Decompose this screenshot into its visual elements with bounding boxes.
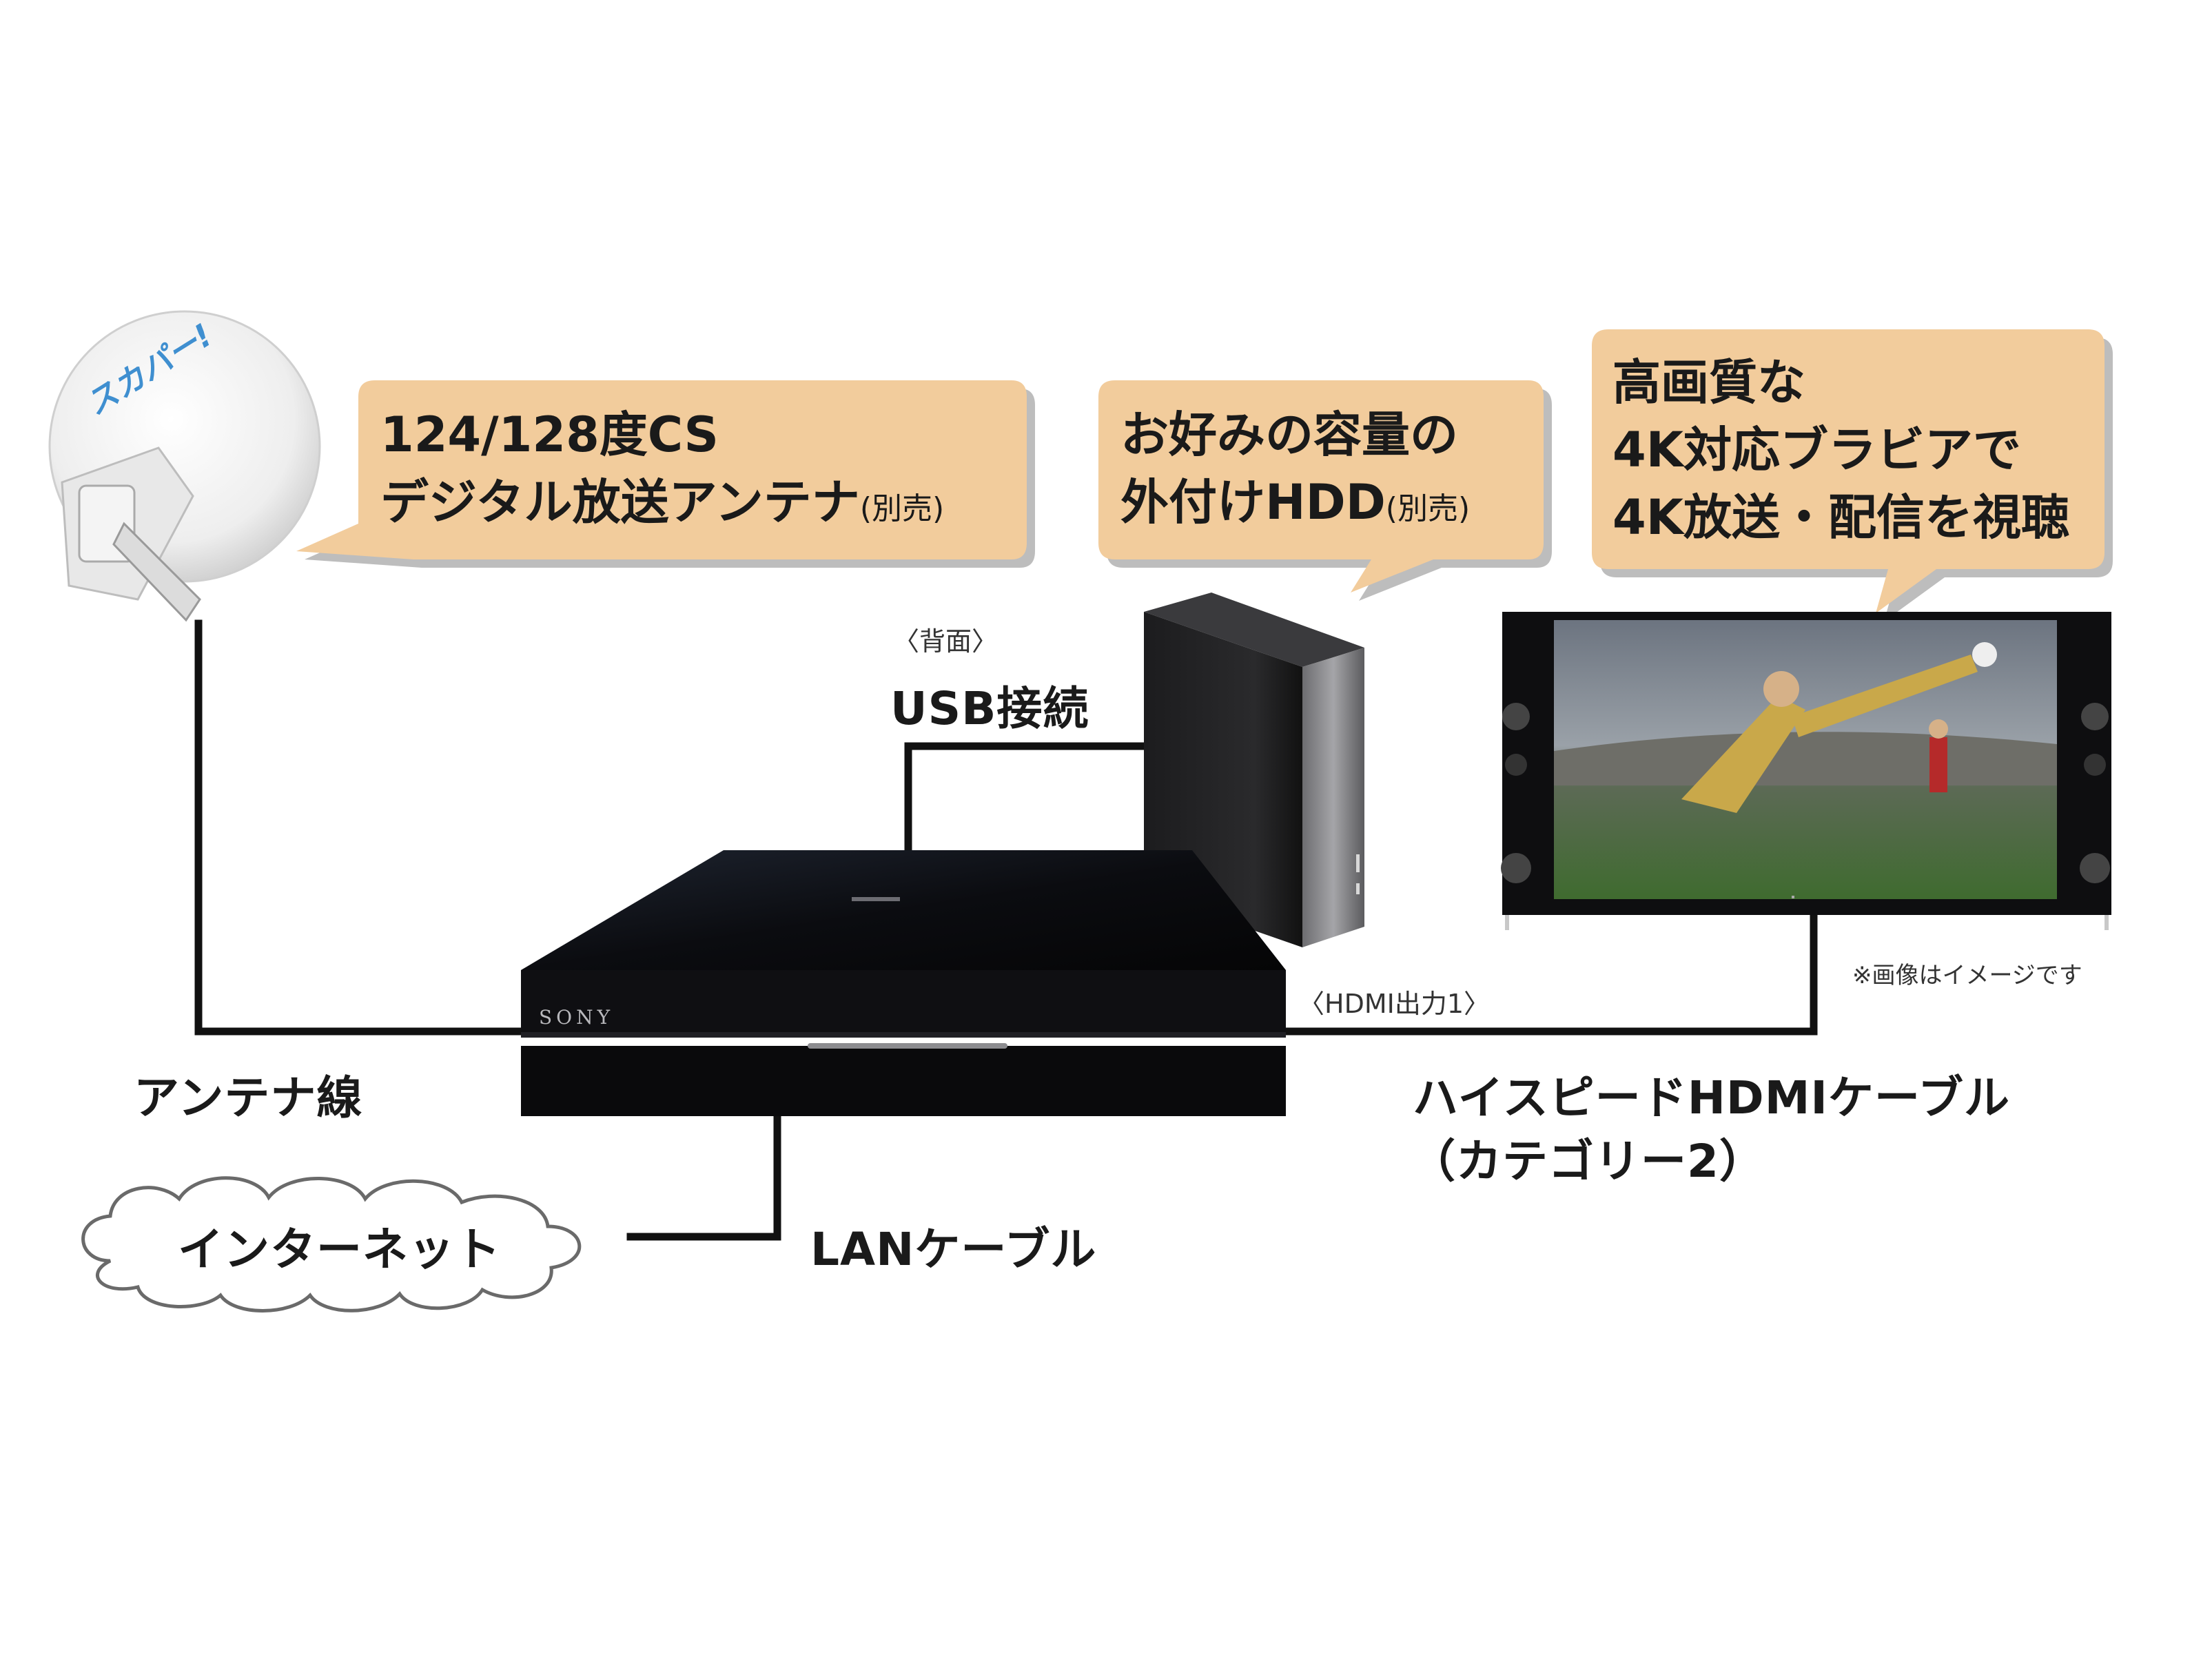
hdd-bubble-line2-row: 外付けHDD(別売) bbox=[1120, 469, 1470, 543]
device-brand-label: SONY bbox=[539, 1006, 614, 1029]
tv-bubble-line3: 4K放送・配信を視聴 bbox=[1612, 484, 2069, 551]
tv-icon bbox=[1501, 612, 2111, 930]
antenna-cable-line bbox=[198, 624, 518, 1031]
hdmi-cable-label: ハイスピードHDMIケーブル bbox=[1413, 1061, 2010, 1127]
antenna-bubble-line1: 124/128度CS bbox=[380, 401, 944, 469]
usb-cable-line bbox=[908, 746, 1141, 847]
lan-cable-line bbox=[631, 1116, 777, 1237]
hdmi-out-label: 〈HDMI出力1〉 bbox=[1298, 982, 1490, 1020]
lan-cable-label: LANケーブル bbox=[810, 1213, 1096, 1279]
hdmi-category-label: （カテゴリー2） bbox=[1410, 1124, 1765, 1191]
antenna-bubble-note: (別売) bbox=[860, 491, 944, 526]
set-top-box-icon bbox=[521, 850, 1286, 1116]
antenna-bubble-line2-row: デジタル放送アンテナ(別売) bbox=[380, 469, 944, 543]
usb-label: USB接続 bbox=[890, 672, 1089, 738]
tv-bubble-line2: 4K対応ブラビアで bbox=[1612, 416, 2069, 484]
image-note-label: ※画像はイメージです bbox=[1852, 956, 2082, 990]
antenna-cable-label: アンテナ線 bbox=[134, 1061, 362, 1127]
bubble-hdd-text: お好みの容量の 外付けHDD(別売) bbox=[1120, 401, 1470, 543]
hdd-bubble-note: (別売) bbox=[1386, 491, 1470, 526]
back-label: 〈背面〉 bbox=[893, 620, 998, 658]
bubble-tv-text: 高画質な 4K対応ブラビアで 4K放送・配信を視聴 bbox=[1612, 349, 2069, 551]
hdd-bubble-line1: お好みの容量の bbox=[1120, 401, 1470, 469]
antenna-bubble-line2: デジタル放送アンテナ bbox=[380, 474, 860, 531]
tv-bubble-line1: 高画質な bbox=[1612, 349, 2069, 416]
hdd-bubble-line2: 外付けHDD bbox=[1120, 474, 1386, 531]
internet-label: インターネット bbox=[178, 1213, 501, 1279]
bubble-antenna-text: 124/128度CS デジタル放送アンテナ(別売) bbox=[380, 401, 944, 543]
